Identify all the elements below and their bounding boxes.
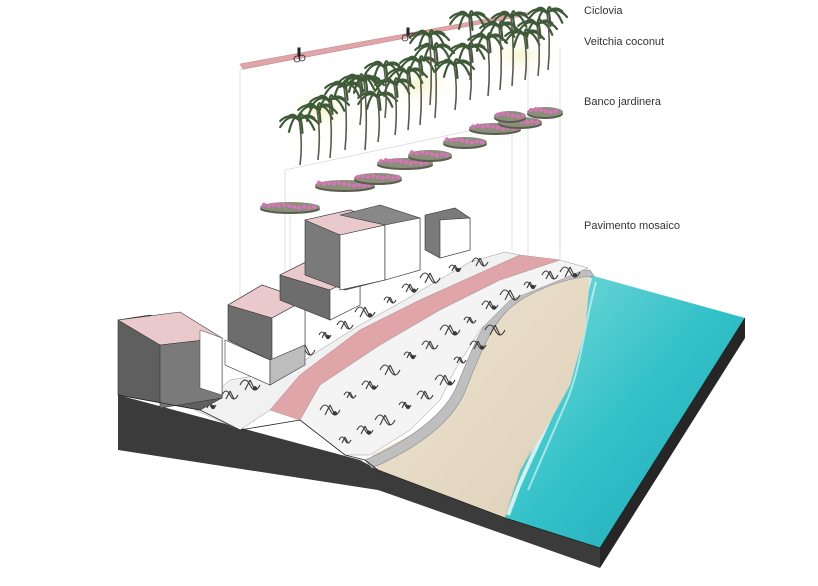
mosaic-figure	[319, 404, 341, 416]
mosaic-figure	[383, 296, 397, 304]
planter-icon	[315, 180, 375, 192]
palm-icon	[339, 73, 381, 126]
planter-icon	[354, 173, 402, 185]
palm-icon	[409, 29, 451, 106]
mosaic-figure	[239, 379, 261, 391]
palm-icon	[279, 113, 321, 166]
beach-sand	[372, 262, 590, 519]
planter-icon	[260, 202, 320, 214]
label-ciclovia: Ciclovia	[584, 5, 623, 17]
palm-icon	[309, 94, 351, 159]
mosaic-figure	[469, 340, 487, 350]
mosaic-figure	[374, 414, 396, 426]
cyclist-icon	[401, 27, 416, 42]
building-icon	[224, 204, 471, 386]
palm-icon	[364, 60, 406, 119]
section-outline	[117, 317, 746, 549]
mosaic-figure	[448, 264, 462, 273]
palm-icon	[374, 77, 416, 136]
planter-icon	[408, 150, 452, 162]
mosaic-figure	[541, 270, 559, 280]
mosaic-figure	[398, 401, 412, 410]
mosaic-figure	[221, 390, 239, 400]
seawall	[364, 269, 595, 469]
planter-icon	[494, 111, 526, 123]
bike-lane-layer	[239, 11, 529, 70]
mosaic-figure	[484, 324, 506, 336]
mosaic-figure	[361, 380, 379, 390]
mosaic-figure	[453, 356, 467, 364]
mosaic-figure	[401, 283, 419, 293]
mosaic-figure	[419, 272, 441, 284]
mosaic-figure	[379, 364, 401, 376]
cyclist-icon	[293, 47, 306, 63]
label-veitchia-coconut: Veitchia coconut	[584, 36, 665, 48]
palm-layer	[279, 6, 569, 166]
palm-icon	[527, 6, 569, 71]
palm-icon	[297, 102, 339, 161]
mosaic-figure	[354, 306, 376, 318]
mosaic-figure	[481, 300, 499, 310]
mosaic-figure	[416, 390, 434, 400]
mosaic-figure	[463, 316, 477, 324]
mosaic-figure	[403, 351, 417, 360]
planter-icon	[443, 137, 487, 149]
mosaic-figure	[523, 281, 537, 290]
mosaic-figure	[336, 320, 354, 330]
label-pavimento-mosaico: Pavimento mosaico	[584, 220, 680, 232]
mosaic-figure	[318, 331, 332, 340]
palm-icon	[414, 42, 456, 119]
mosaic-figure	[356, 425, 374, 435]
mosaic-figure	[559, 266, 581, 278]
palm-icon	[434, 58, 476, 111]
mosaic-figure	[343, 391, 357, 399]
building-icon	[117, 311, 223, 411]
mosaic-figure	[439, 324, 461, 336]
mosaic-figure	[434, 374, 456, 386]
label-banco-jardinera: Banco jardinera	[584, 96, 662, 108]
planter-layer	[260, 107, 563, 214]
palm-icon	[449, 10, 491, 81]
mosaic-figure	[499, 289, 521, 301]
mosaic-figure	[471, 257, 489, 267]
planter-icon	[527, 107, 563, 119]
mosaic-figure	[421, 340, 439, 350]
mosaic-figure	[338, 436, 352, 444]
